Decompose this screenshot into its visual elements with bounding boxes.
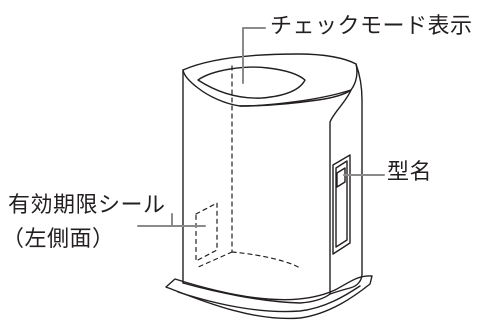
- body-front-right-edge: [329, 89, 352, 295]
- hidden-floor-right: [231, 251, 301, 269]
- check-mode-display-label: チェックモード表示: [270, 14, 473, 39]
- model-plate-tab: [336, 167, 346, 188]
- model-plate-outer: [332, 154, 351, 255]
- base-tray-outer: [165, 275, 373, 320]
- base-tray-inner: [177, 285, 361, 313]
- body-bottom-edge: [182, 282, 331, 304]
- leader-expiry-seal: [171, 213, 206, 227]
- display-window: [197, 66, 306, 99]
- body-right-edge: [329, 63, 363, 295]
- hidden-floor-left: [195, 251, 233, 269]
- leader-check-mode: [242, 27, 266, 84]
- model-name-label: 型名: [387, 160, 433, 185]
- rim-corner: [239, 89, 352, 107]
- model-plate-inner: [335, 160, 348, 248]
- expiry-seal-label: 有効期限シール: [8, 193, 166, 218]
- expiry-seal-outline: [195, 202, 218, 262]
- expiry-seal-location-label: （左側面）: [2, 227, 115, 252]
